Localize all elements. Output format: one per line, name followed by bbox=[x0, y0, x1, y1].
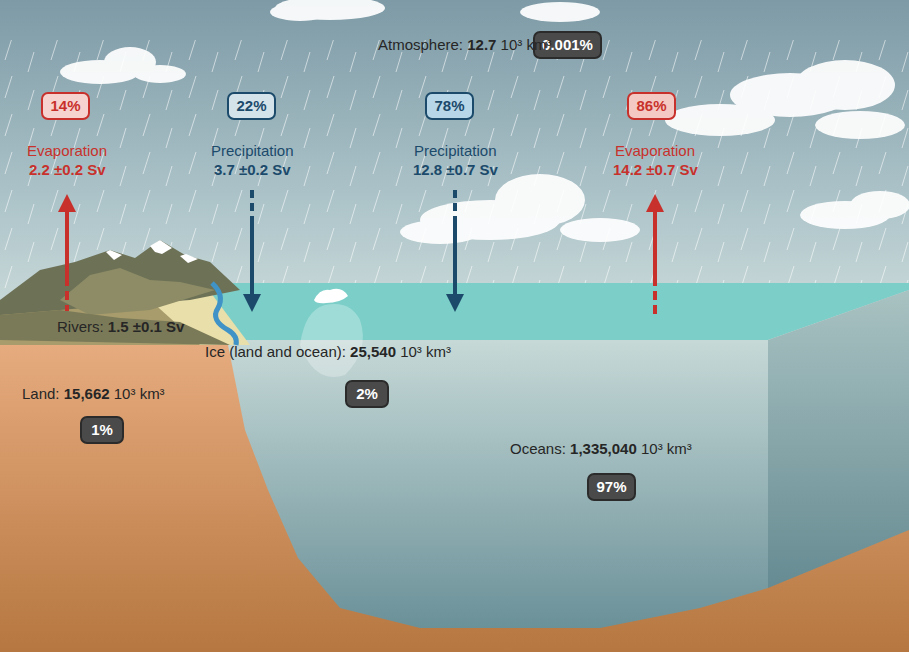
flux-name-line: Evaporation bbox=[27, 142, 107, 160]
ice-volume: Ice (land and ocean): bbox=[205, 343, 346, 360]
flux-name: Evaporation bbox=[615, 142, 695, 159]
atmosphere-volume: 10³ km³ bbox=[501, 36, 552, 53]
percentage-value: 86% bbox=[636, 97, 667, 115]
precipitation-arrow-land bbox=[243, 190, 261, 312]
evaporation-arrow-ocean-part bbox=[646, 194, 664, 212]
rivers-flux: Rivers: bbox=[57, 318, 104, 335]
atmosphere-volume: 12.7 bbox=[467, 36, 496, 53]
atmosphere-volume: Atmosphere: bbox=[378, 36, 463, 53]
land-part bbox=[180, 254, 198, 263]
ocean-volume: Oceans: bbox=[510, 440, 566, 457]
percentage-badge: 86% bbox=[627, 92, 676, 120]
percentage-badge: 14% bbox=[41, 92, 90, 120]
clouds-part bbox=[520, 2, 600, 22]
ocean-volume: 1,335,040 bbox=[570, 440, 637, 457]
flux-value-line: 12.8 ±0.7 Sv bbox=[413, 161, 498, 179]
sky bbox=[0, 0, 909, 345]
percentage-badge: 1% bbox=[80, 416, 124, 444]
precipitation-arrow-ocean-part bbox=[453, 203, 457, 211]
percentage-value: 14% bbox=[50, 97, 81, 115]
precipitation-arrow-ocean-part bbox=[453, 216, 457, 296]
percentage-value: 97% bbox=[596, 478, 627, 496]
percentage-badge: 2% bbox=[345, 380, 389, 408]
evaporation-arrow-land-part bbox=[58, 194, 76, 212]
flux-name: Evaporation bbox=[27, 142, 107, 159]
land bbox=[0, 240, 909, 652]
precipitation-arrow-land-part bbox=[250, 190, 254, 198]
percentage-value: 78% bbox=[434, 97, 465, 115]
percentage-value: 22% bbox=[236, 97, 267, 115]
atmosphere-volume-line: Atmosphere: 12.7 10³ km³ bbox=[378, 36, 551, 54]
flux-name-line: Precipitation bbox=[414, 142, 497, 160]
land-part bbox=[150, 240, 172, 254]
ice-volume-line: Ice (land and ocean): 25,540 10³ km³ bbox=[205, 343, 451, 361]
flux-value: 3.7 ±0.2 Sv bbox=[214, 161, 291, 178]
percentage-badge: 22% bbox=[227, 92, 276, 120]
clouds-part bbox=[270, 3, 330, 21]
land-volume: Land: bbox=[22, 385, 60, 402]
evaporation-arrow-ocean-part bbox=[653, 291, 657, 300]
rivers-flux: 1.5 ±0.1 Sv bbox=[108, 318, 185, 335]
iceberg-part bbox=[300, 304, 363, 377]
evaporation-arrow-ocean bbox=[646, 194, 664, 314]
flux-value-line: 3.7 ±0.2 Sv bbox=[214, 161, 291, 179]
flux-value-line: 14.2 ±0.7 Sv bbox=[613, 161, 698, 179]
evaporation-arrow-ocean-part bbox=[653, 208, 657, 286]
land-part bbox=[0, 240, 240, 315]
precipitation-arrow-land-part bbox=[250, 203, 254, 211]
evaporation-arrow-land-part bbox=[65, 208, 69, 286]
percentage-badge: 97% bbox=[587, 473, 636, 501]
flux-name-line: Precipitation bbox=[211, 142, 294, 160]
precipitation-arrow-land-part bbox=[250, 216, 254, 296]
flux-name: Precipitation bbox=[211, 142, 294, 159]
precipitation-arrow-ocean bbox=[446, 190, 464, 312]
evaporation-arrow-ocean-part bbox=[653, 305, 657, 314]
precipitation-arrow-ocean-part bbox=[453, 190, 457, 198]
land-volume: 10³ km³ bbox=[114, 385, 165, 402]
land-volume: 15,662 bbox=[64, 385, 110, 402]
flux-value: 14.2 ±0.7 Sv bbox=[613, 161, 698, 178]
land-volume-line: Land: 15,662 10³ km³ bbox=[22, 385, 165, 403]
land-part bbox=[0, 310, 230, 345]
percentage-badge: 78% bbox=[425, 92, 474, 120]
land-part bbox=[106, 250, 122, 260]
flux-name-line: Evaporation bbox=[615, 142, 695, 160]
evaporation-arrow-land-part bbox=[65, 305, 69, 311]
flux-value: 2.2 ±0.2 Sv bbox=[29, 161, 106, 178]
land-part bbox=[0, 345, 909, 652]
sky-part bbox=[0, 0, 909, 345]
land-part bbox=[212, 283, 236, 345]
percentage-value: 2% bbox=[354, 385, 380, 403]
iceberg bbox=[300, 289, 363, 377]
land-part bbox=[60, 268, 215, 315]
ice-volume: 10³ km³ bbox=[400, 343, 451, 360]
precipitation-arrow-land-part bbox=[243, 294, 261, 312]
flux-name: Precipitation bbox=[414, 142, 497, 159]
ocean-volume-line: Oceans: 1,335,040 10³ km³ bbox=[510, 440, 692, 458]
flux-value: 12.8 ±0.7 Sv bbox=[413, 161, 498, 178]
ice-volume: 25,540 bbox=[350, 343, 396, 360]
precipitation-arrow-ocean-part bbox=[446, 294, 464, 312]
flux-value-line: 2.2 ±0.2 Sv bbox=[29, 161, 106, 179]
iceberg-part bbox=[314, 289, 348, 303]
rivers-flux-line: Rivers: 1.5 ±0.1 Sv bbox=[57, 318, 184, 336]
evaporation-arrow-land bbox=[58, 194, 76, 311]
percentage-value: 1% bbox=[89, 421, 115, 439]
evaporation-arrow-land-part bbox=[65, 291, 69, 300]
ocean-volume: 10³ km³ bbox=[641, 440, 692, 457]
